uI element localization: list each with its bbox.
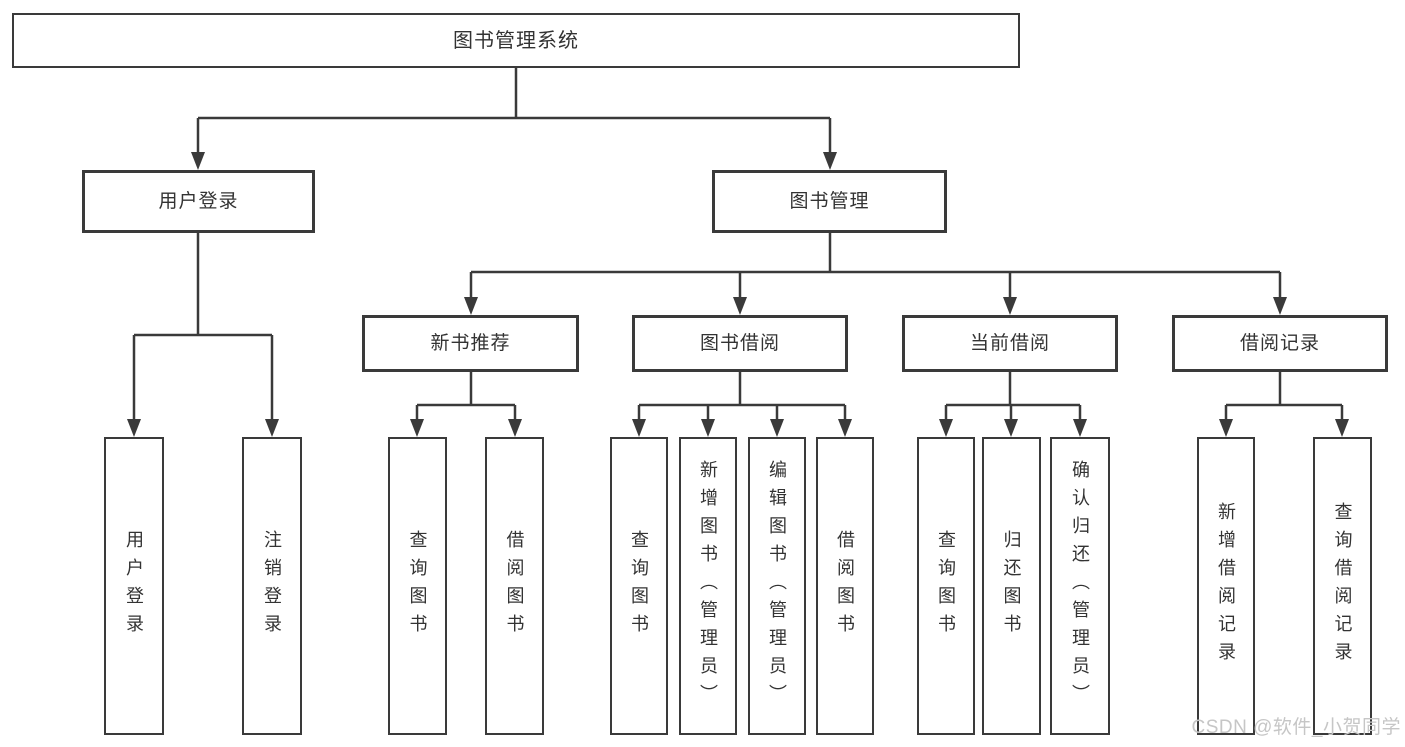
leaf-current-confirm-return-admin: 确认归还（管理员）: [1050, 437, 1110, 735]
node-borrowing-records: 借阅记录: [1172, 315, 1388, 372]
leaf-borrowing-edit-books-admin: 编辑图书（管理员）: [748, 437, 806, 735]
tree-elbow-lines: [134, 68, 1342, 407]
leaf-user-login: 用户登录: [104, 437, 164, 735]
node-new-book-recommendation: 新书推荐: [362, 315, 579, 372]
csdn-watermark: CSDN @软件_小贺同学: [1191, 717, 1401, 738]
leaf-newbook-query-books: 查询图书: [388, 437, 447, 735]
node-book-management-module: 图书管理: [712, 170, 947, 233]
leaf-borrowing-query-books: 查询图书: [610, 437, 668, 735]
node-user-login-module: 用户登录: [82, 170, 315, 233]
node-current-borrowing: 当前借阅: [902, 315, 1118, 372]
leaf-records-query-borrow-record: 查询借阅记录: [1313, 437, 1372, 735]
leaf-current-query-books: 查询图书: [917, 437, 975, 735]
leaf-borrowing-borrow-books: 借阅图书: [816, 437, 874, 735]
node-library-management-system: 图书管理系统: [12, 13, 1020, 68]
leaf-logout: 注销登录: [242, 437, 302, 735]
leaf-current-return-books: 归还图书: [982, 437, 1041, 735]
leaf-records-add-borrow-record: 新增借阅记录: [1197, 437, 1255, 735]
leaf-borrowing-add-books-admin: 新增图书（管理员）: [679, 437, 737, 735]
node-book-borrowing: 图书借阅: [632, 315, 848, 372]
leaf-newbook-borrow-books: 借阅图书: [485, 437, 544, 735]
tree-arrow-lines: [127, 118, 1349, 437]
